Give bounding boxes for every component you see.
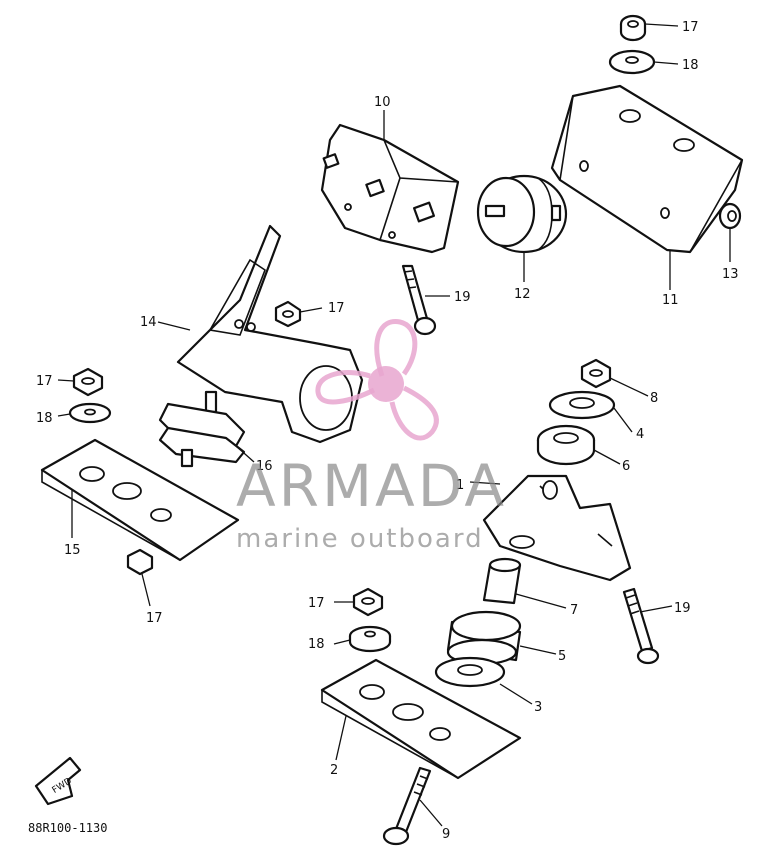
callout: 1 [456,478,464,493]
callout: 15 [64,543,81,558]
mount-16 [158,390,246,468]
callout: 6 [622,459,630,474]
collar-7 [482,557,522,605]
callout: 4 [636,427,644,442]
washer-3 [434,656,506,688]
bracket-10 [320,123,460,254]
washer-18-top [608,49,656,75]
fwd-arrow: FWD [34,756,82,806]
bracket-1 [482,474,632,582]
leader-lines [57,23,731,827]
callout: 12 [514,287,531,302]
callout: 8 [650,391,658,406]
callout: 18 [36,411,53,426]
bolt-13 [718,202,742,230]
callout: 17 [328,301,345,316]
callout: 18 [308,637,325,652]
nut-17-center [352,587,384,617]
stud-19-upper [401,264,437,336]
washer-4 [548,390,616,420]
nut-17-left [72,367,104,397]
drawing-code: 88R100-1130 [28,821,107,835]
callout: 16 [256,459,273,474]
cover-11 [550,84,744,254]
callout: 17 [308,596,325,611]
washer-18-center [348,625,392,653]
propeller-logo-icon [315,319,439,441]
watermark-tagline: marine outboard [236,524,484,554]
washer-6-right [536,424,596,466]
nut-17-top [619,14,647,42]
callout: 19 [454,290,471,305]
callout: 19 [674,601,691,616]
callout: 10 [374,95,391,110]
plate-15 [40,438,240,562]
watermark-brand: ARMADA [236,452,507,520]
callout: 2 [330,763,338,778]
plate-2 [320,658,522,780]
callout: 7 [570,603,578,618]
stud-19-lower [622,587,660,665]
washer-18-left [68,402,112,424]
callout: 17 [682,20,699,35]
nut-8 [580,358,612,389]
callout: 3 [534,700,542,715]
callout: 13 [722,267,739,282]
rubber-5 [446,610,522,666]
callout-numbers: 17 18 10 12 11 13 14 17 19 17 18 16 8 4 … [36,20,739,842]
callout: 17 [146,611,163,626]
callout: 18 [682,58,699,73]
watermark: ARMADA marine outboard [236,319,507,554]
callout: 5 [558,649,566,664]
nut-17-lower-left [126,548,154,576]
callout: 11 [662,293,679,308]
mount-12 [476,174,568,254]
callout: 14 [140,315,157,330]
callout: 17 [36,374,53,389]
bolt-9 [382,766,432,846]
nut-17-mid [274,300,302,328]
callout: 9 [442,827,450,842]
